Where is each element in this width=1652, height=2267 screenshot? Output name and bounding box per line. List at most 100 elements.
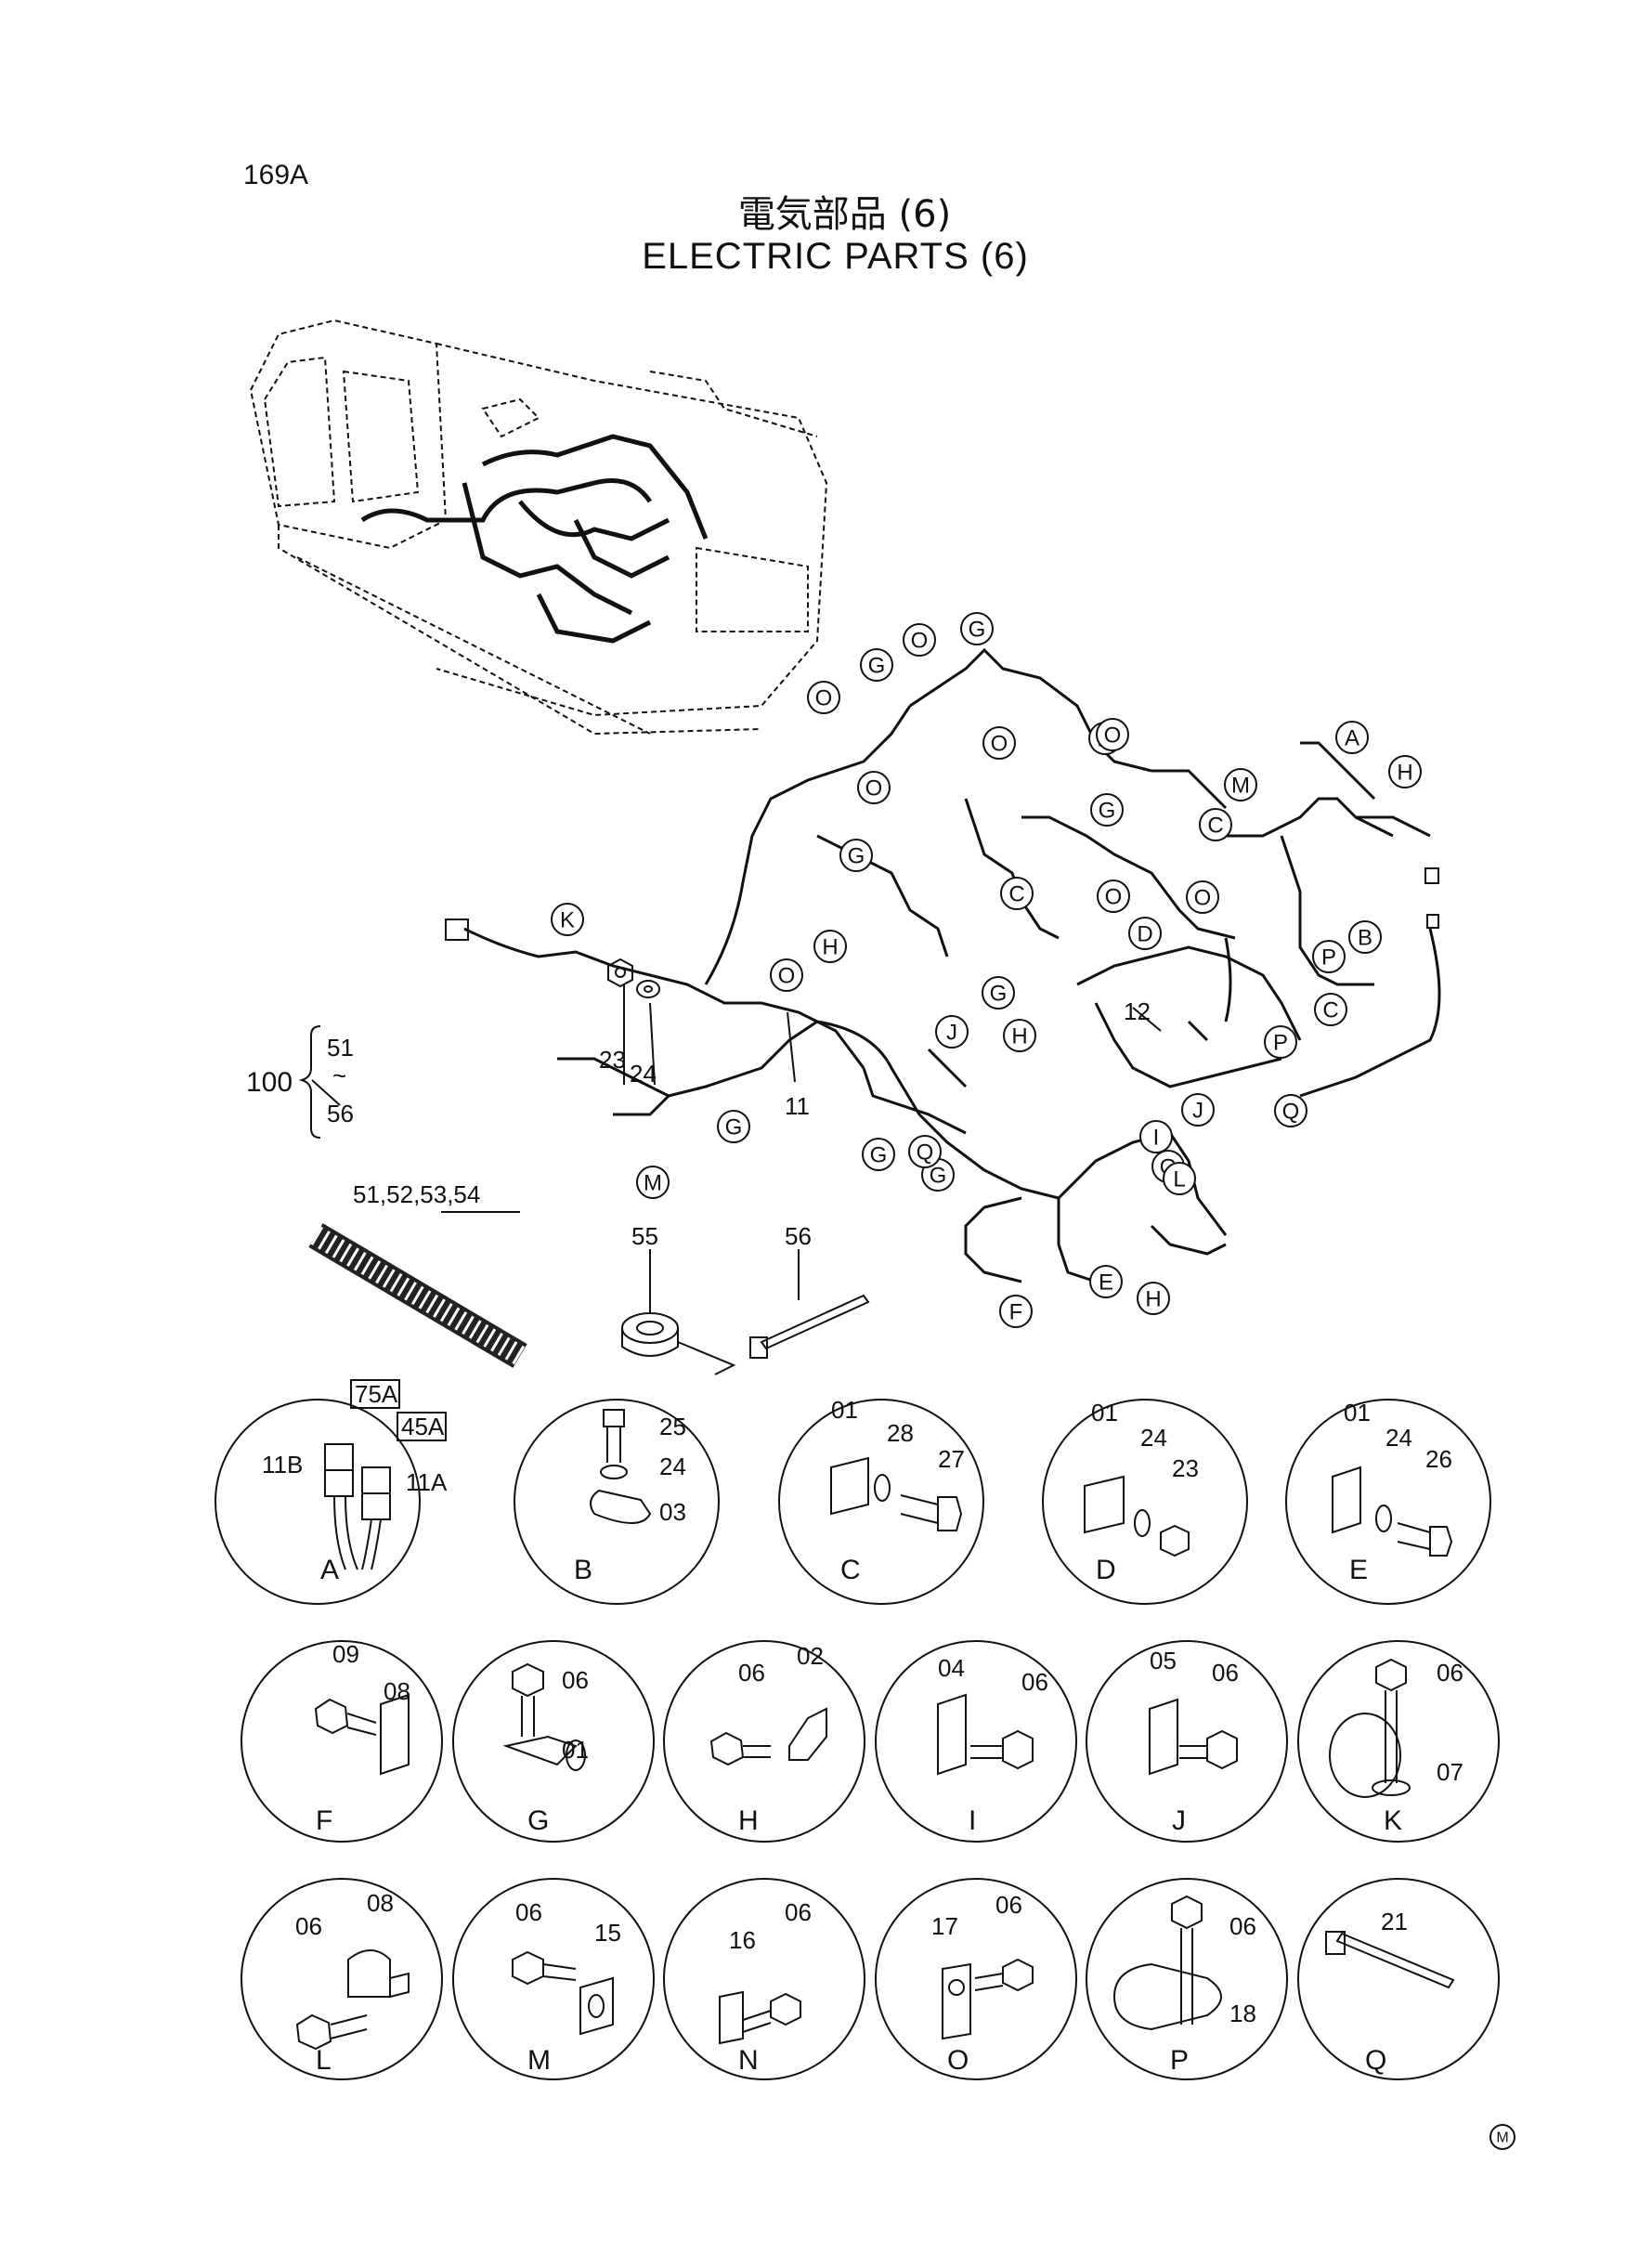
callout-letter: O (1194, 886, 1212, 911)
callout-circle (770, 958, 803, 992)
corner-mark-circle (1489, 2124, 1515, 2150)
callout-circle (1163, 1162, 1196, 1195)
washer-label: 24 (630, 1060, 657, 1088)
callout-circle (813, 930, 847, 963)
detail-letter-c: C (840, 1555, 861, 1585)
callout-circle (982, 976, 1015, 1010)
detail-letter-k: K (1384, 1805, 1402, 1836)
callout-letter: G (868, 654, 886, 679)
page-title-english: ELECTRIC PARTS (6) (642, 236, 1029, 277)
detail-letter-a: A (320, 1555, 339, 1585)
callout-letter: G (1099, 799, 1116, 824)
callout-letter: M (1231, 774, 1250, 799)
callout-letter: G (969, 618, 986, 643)
nut-washer-drawing (445, 867, 1439, 998)
callout-letter: C (1207, 814, 1223, 839)
harness-label: 11 (785, 1092, 810, 1120)
detail-letter-d: D (1096, 1555, 1116, 1585)
corner-mark: M (1496, 2130, 1508, 2146)
installed-harness (360, 434, 709, 644)
detail-part-number: 05 (1150, 1647, 1177, 1674)
callout-letter: G (870, 1143, 888, 1168)
detail-part-number: 06 (1437, 1659, 1463, 1687)
callout-circle (1264, 1025, 1297, 1059)
callout-letter: O (1105, 885, 1123, 910)
callout-circle (857, 771, 891, 804)
detail-part-number: 06 (995, 1891, 1022, 1919)
set-range-sep: ~ (332, 1062, 346, 1089)
detail-letter-m: M (527, 2045, 551, 2076)
callout-letter: F (1009, 1300, 1023, 1325)
callout-letter: M (644, 1171, 662, 1196)
callout-circle (960, 612, 994, 645)
page-title-japanese: 電気部品 (6) (737, 193, 952, 236)
detail-part-number: 24 (659, 1453, 686, 1480)
detail-part-number: 16 (729, 1926, 756, 1954)
cable-band (749, 1294, 870, 1359)
callout-circle (1274, 1094, 1307, 1127)
callout-circle (1199, 808, 1232, 841)
detail-part-number: 01 (562, 1736, 589, 1764)
detail-part-number: 06 (738, 1659, 765, 1687)
detail-letter-o: O (947, 2045, 969, 2076)
page-number: 169A (243, 160, 309, 190)
detail-letter-h: H (738, 1805, 759, 1836)
detail-part-number: 18 (1229, 2000, 1256, 2027)
callout-letter: G (848, 844, 865, 869)
set-number-label: 100 (246, 1067, 293, 1098)
detail-part-number: 06 (562, 1666, 589, 1694)
detail-letter-f: F (316, 1805, 332, 1836)
detail-part-number: 11B (262, 1451, 303, 1479)
detail-part-number: 06 (1212, 1659, 1239, 1687)
callout-circle (636, 1166, 670, 1199)
callout-letter: Q (917, 1140, 934, 1166)
detail-part-number: 24 (1140, 1424, 1167, 1452)
relay-label-box (397, 1412, 447, 1441)
callout-circle (908, 1135, 942, 1168)
callout-letter: L (1173, 1167, 1185, 1192)
detail-part-number: 17 (931, 1912, 958, 1940)
detail-letter-l: L (316, 2045, 332, 2076)
callout-letter: O (911, 629, 929, 654)
callout-letter: J (1192, 1099, 1203, 1124)
callout-letter: Q (1282, 1100, 1300, 1125)
excavator-outline (249, 319, 828, 736)
detail-part-number: 06 (785, 1898, 812, 1926)
callout-circle (1388, 755, 1422, 788)
callout-letter: D (1137, 922, 1152, 947)
callout-circle (1096, 718, 1129, 751)
tape-label: 55 (631, 1222, 658, 1250)
callout-circle (807, 681, 840, 714)
detail-letter-b: B (574, 1555, 592, 1585)
detail-part-number: 24 (1385, 1424, 1412, 1452)
relay-label-box (350, 1379, 400, 1409)
callout-letter: P (1273, 1031, 1288, 1056)
detail-part-number: 06 (295, 1912, 322, 1940)
band-label: 56 (785, 1222, 812, 1250)
tube-label: 51,52,53,54 (353, 1180, 480, 1208)
nut-label: 23 (599, 1046, 626, 1074)
callout-circle (551, 903, 584, 936)
detail-letter-q: Q (1365, 2045, 1386, 2076)
callout-circle (1224, 768, 1257, 801)
detail-part-number: 45A (401, 1413, 445, 1440)
detail-part-number: 06 (515, 1898, 542, 1926)
callout-circle (903, 623, 936, 657)
detail-part-number: 02 (797, 1642, 824, 1670)
callout-letter: K (560, 908, 575, 933)
detail-part-number: 26 (1425, 1445, 1452, 1473)
callout-circle (839, 839, 873, 872)
corrugated-tube (308, 1223, 527, 1368)
callout-circle (1139, 1120, 1173, 1153)
callout-letter: G (725, 1115, 743, 1140)
callout-letter: H (1145, 1287, 1161, 1312)
detail-letter-j: J (1172, 1805, 1186, 1836)
callout-letter: G (990, 982, 1008, 1007)
callout-circle (1186, 880, 1219, 914)
detail-circles (215, 1399, 1500, 2080)
detail-part-number: 01 (1344, 1399, 1371, 1427)
callout-circle (1314, 993, 1347, 1026)
callout-circle (862, 1138, 895, 1171)
detail-part-number: 01 (1091, 1399, 1118, 1427)
